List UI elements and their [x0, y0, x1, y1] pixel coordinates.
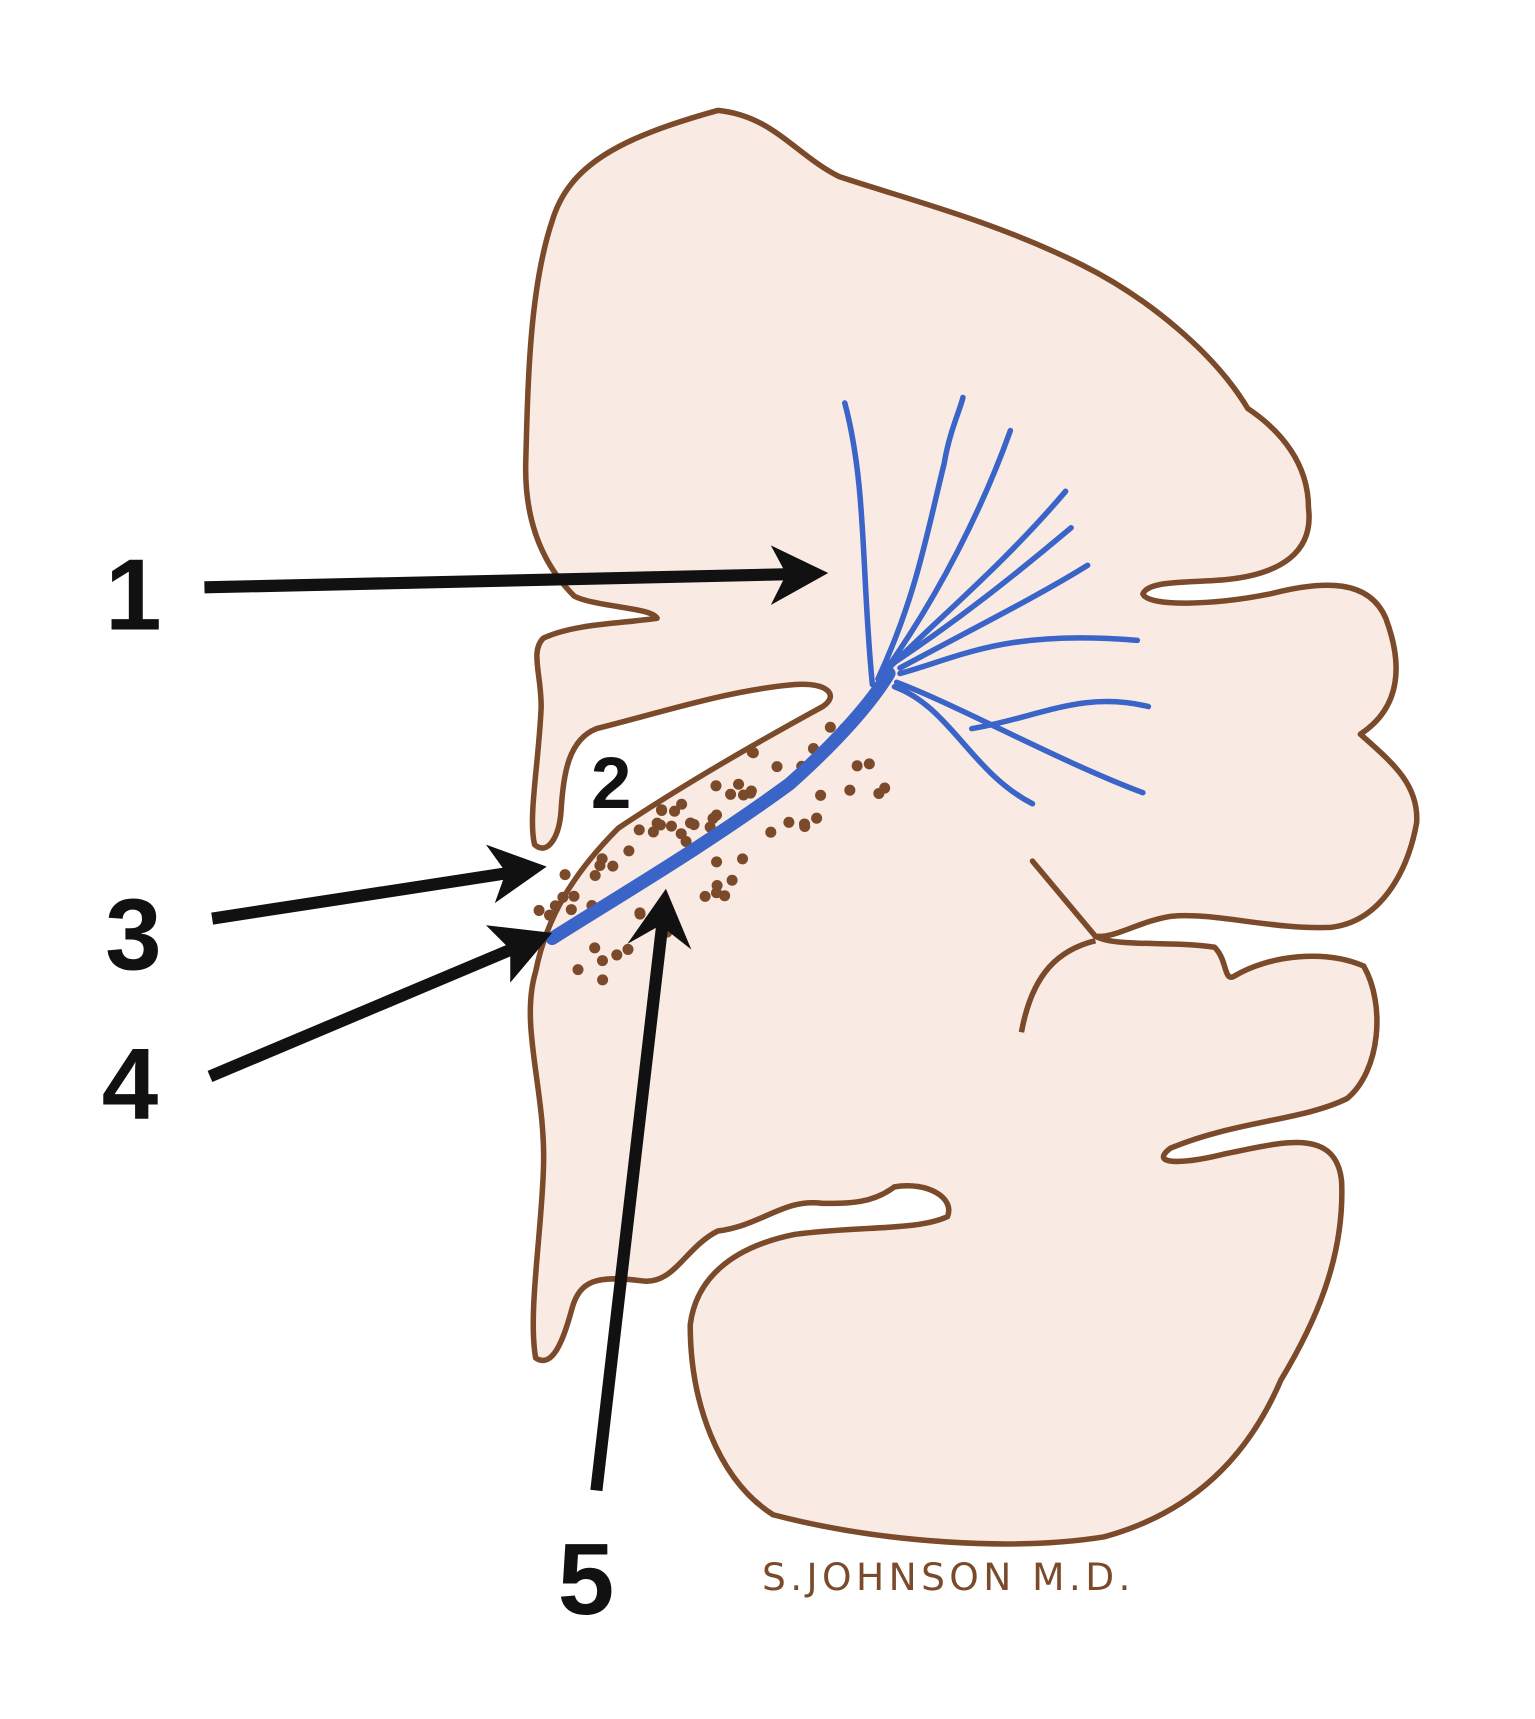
stipple-dot: [711, 856, 723, 868]
stipple-dot: [815, 789, 827, 801]
stipple-dot: [771, 761, 783, 773]
vessel-branch: [842, 400, 876, 688]
stipple-dot: [647, 826, 659, 838]
arrow-4: [207, 940, 522, 1083]
stipple-dot: [851, 760, 863, 772]
arrow-3: [211, 866, 515, 925]
stipple-dot: [557, 891, 569, 903]
stipple-dot: [589, 869, 601, 882]
vessel-branch: [875, 394, 966, 682]
stipple-dot: [725, 788, 737, 800]
arrow-4-head: [485, 925, 553, 983]
vessel-branch: [897, 635, 1141, 677]
arrow-5-head: [627, 888, 692, 950]
stipple-dot: [623, 845, 635, 857]
label-4: 4: [102, 1026, 158, 1140]
arrow-1-head: [770, 545, 829, 606]
vessel-trunk: [545, 666, 896, 946]
stipple-dot: [543, 909, 556, 921]
vessel-branch: [897, 562, 1091, 671]
stipple-dot: [559, 869, 571, 881]
stipple-dot: [665, 820, 677, 832]
stipple-dot: [634, 907, 646, 919]
label-2: 2: [591, 743, 632, 824]
stipple-dot: [726, 874, 738, 886]
stipple-dot: [824, 721, 836, 733]
label-1: 1: [105, 537, 161, 651]
stipple-dot: [565, 904, 577, 916]
label-3: 3: [105, 877, 161, 991]
pointer-arrows: [204, 545, 829, 1492]
stipple-dot: [597, 974, 609, 986]
stipple-dot: [656, 804, 668, 817]
stipple-dot: [572, 964, 584, 976]
arrow-5: [590, 921, 669, 1492]
stipple-dot: [568, 890, 580, 902]
stipple-dot: [879, 782, 891, 794]
sulcus-crease: [1018, 937, 1097, 1033]
vessel-branch: [968, 698, 1152, 732]
vessel-branch: [891, 524, 1074, 666]
stipple-dot: [684, 817, 697, 829]
artist-signature: S.JOHNSON M.D.: [762, 1555, 1135, 1599]
blood-vessel: [545, 394, 1152, 946]
stipple-dot: [710, 780, 722, 792]
stipple-dot: [675, 828, 687, 840]
stipple-dot: [798, 818, 811, 830]
stipple-dot: [844, 784, 856, 796]
stipple-dot: [669, 805, 681, 817]
stipple-dot: [549, 900, 561, 912]
stipple-dot: [811, 812, 823, 824]
tissue-outline: [522, 107, 1420, 1547]
stipple-dot: [699, 890, 711, 902]
arrow-3-head: [485, 844, 547, 904]
vessel-branch: [891, 683, 1036, 807]
stipple-dot: [622, 943, 634, 955]
stipple-dot: [747, 747, 759, 759]
stipple-dot: [607, 860, 619, 872]
vessel-branch: [886, 488, 1069, 671]
stipple-dot: [596, 853, 608, 865]
stipple-dot: [596, 955, 608, 967]
stipple-dot: [765, 826, 777, 838]
stipple-dot: [745, 785, 757, 797]
arrow-1: [204, 568, 796, 594]
stipple-dot: [633, 824, 645, 836]
stipple-dot: [737, 853, 749, 865]
vessel-branch: [880, 427, 1014, 677]
stipple-dot: [676, 798, 688, 810]
stipple-dot: [611, 949, 623, 961]
stipple-dot: [710, 887, 722, 899]
label-5: 5: [558, 1522, 614, 1636]
stipple-dot: [733, 778, 745, 790]
stipple-dot: [863, 758, 875, 770]
vessel-branch: [893, 679, 1146, 796]
stipple-dot: [707, 812, 719, 825]
stipple-dot: [654, 819, 666, 831]
stipple-dot: [533, 904, 545, 916]
stipple-dot: [589, 942, 601, 954]
stipple-dot: [783, 816, 795, 828]
